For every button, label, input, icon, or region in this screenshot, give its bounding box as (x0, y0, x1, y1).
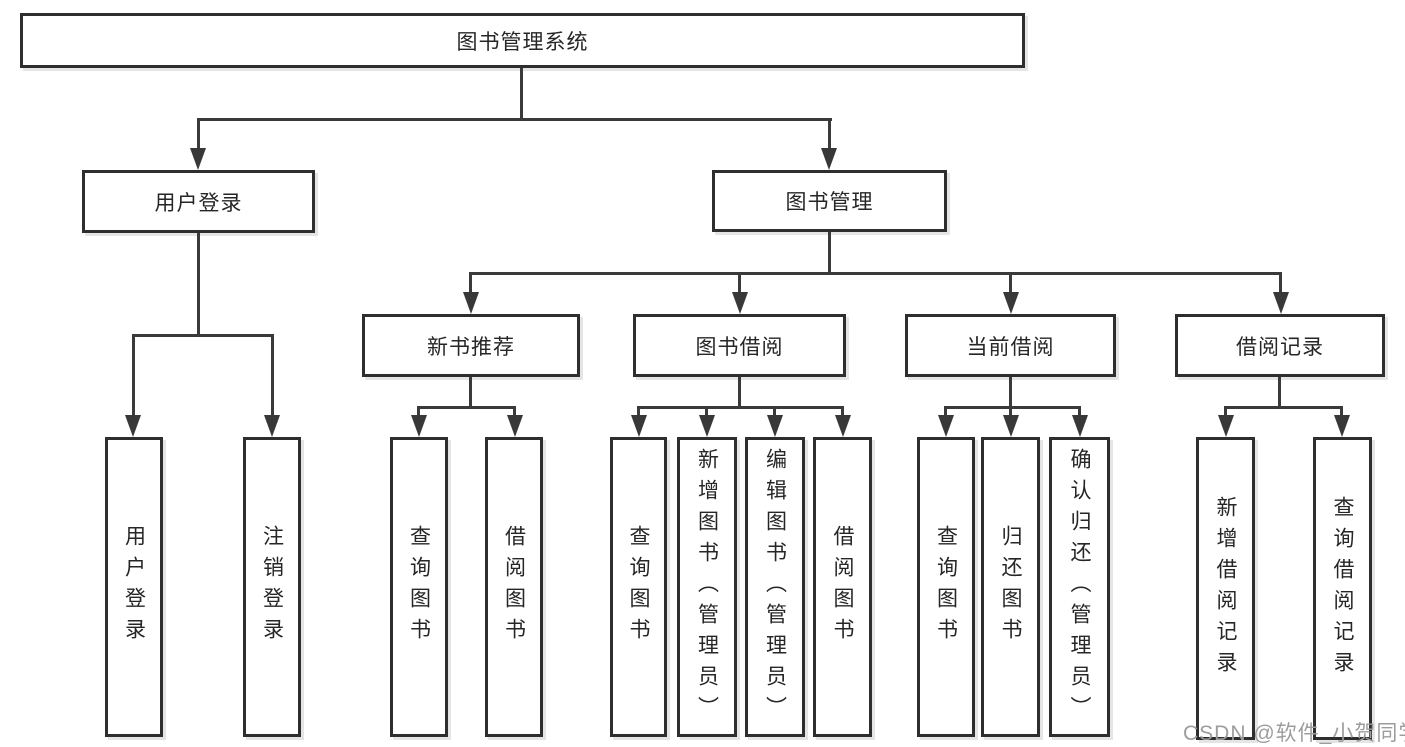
node-leaf-confirm-return-admin-label: 确认归还（管理员） (1068, 447, 1091, 727)
arrow-down-icon (699, 415, 715, 437)
arrow-down-icon (1273, 292, 1289, 314)
arrow-down-icon (767, 415, 783, 437)
connector-line (132, 334, 135, 417)
connector-line (1278, 377, 1281, 408)
arrow-down-icon (411, 415, 427, 437)
node-root-label: 图书管理系统 (456, 30, 589, 54)
connector-line (637, 406, 844, 409)
arrow-down-icon (1003, 415, 1019, 437)
connector-line (944, 406, 947, 417)
arrow-down-icon (463, 292, 479, 314)
connector-line (828, 118, 831, 152)
connector-line (705, 406, 708, 417)
connector-line (1340, 406, 1343, 417)
node-leaf-logout: 注销登录 (243, 437, 301, 737)
node-leaf-edit-book-admin: 编辑图书（管理员） (745, 437, 805, 737)
arrow-down-icon (938, 415, 954, 437)
node-leaf-user-login: 用户登录 (105, 437, 163, 737)
connector-line (520, 68, 523, 118)
arrow-down-icon (732, 292, 748, 314)
node-borrow-records: 借阅记录 (1175, 314, 1385, 377)
connector-line (197, 233, 200, 335)
connector-line (132, 334, 274, 337)
node-leaf-query-books-recommend: 查询图书 (390, 437, 448, 737)
node-leaf-borrow-books-recommend: 借阅图书 (485, 437, 543, 737)
connector-line (197, 118, 832, 121)
node-book-borrow-label: 图书借阅 (695, 335, 784, 359)
node-leaf-confirm-return-admin: 确认归还（管理员） (1049, 437, 1110, 737)
connector-line (469, 377, 472, 408)
node-new-book-recommend-label: 新书推荐 (427, 335, 515, 359)
connector-line (271, 334, 274, 417)
node-leaf-logout-label: 注销登录 (260, 525, 284, 649)
connector-line (1009, 272, 1012, 294)
connector-line (417, 406, 516, 409)
arrow-down-icon (1218, 415, 1234, 437)
connector-line (1224, 406, 1343, 409)
watermark: CSDN @软件_小贺同学 (1183, 722, 1405, 745)
node-leaf-borrow-books-label: 借阅图书 (831, 525, 854, 649)
node-leaf-add-borrow-record-label: 新增借阅记录 (1214, 495, 1237, 682)
connector-line (469, 272, 1282, 275)
node-leaf-return-book-label: 归还图书 (999, 525, 1022, 649)
arrow-down-icon (1334, 415, 1350, 437)
arrow-down-icon (190, 148, 206, 170)
node-leaf-add-book-admin: 新增图书（管理员） (677, 437, 737, 737)
node-root: 图书管理系统 (20, 13, 1025, 68)
connector-line (828, 232, 831, 274)
connector-line (841, 406, 844, 417)
connector-line (1279, 272, 1282, 294)
arrow-down-icon (507, 415, 523, 437)
node-book-management-label: 图书管理 (785, 191, 874, 214)
node-leaf-query-borrow-record: 查询借阅记录 (1313, 437, 1372, 740)
node-leaf-borrow-books-recommend-label: 借阅图书 (502, 525, 526, 649)
arrow-down-icon (264, 415, 280, 437)
arrow-down-icon (821, 148, 837, 170)
connector-line (513, 406, 516, 417)
connector-line (1078, 406, 1081, 417)
node-current-borrow-label: 当前借阅 (966, 335, 1055, 359)
connector-line (944, 406, 1081, 409)
node-leaf-user-login-label: 用户登录 (122, 525, 146, 649)
connector-line (637, 406, 640, 417)
node-book-borrow: 图书借阅 (633, 314, 846, 377)
node-leaf-return-book: 归还图书 (981, 437, 1040, 737)
node-borrow-records-label: 借阅记录 (1236, 335, 1324, 359)
connector-line (469, 272, 472, 294)
node-new-book-recommend: 新书推荐 (362, 314, 580, 377)
connector-line (773, 406, 776, 417)
node-current-borrow: 当前借阅 (905, 314, 1116, 377)
node-leaf-query-books-recommend-label: 查询图书 (407, 525, 431, 649)
node-leaf-borrow-books: 借阅图书 (813, 437, 872, 737)
node-leaf-query-books-borrow: 查询图书 (610, 437, 667, 737)
arrow-down-icon (1072, 415, 1088, 437)
node-leaf-query-borrow-record-label: 查询借阅记录 (1331, 495, 1354, 682)
connector-line (1009, 377, 1012, 408)
node-leaf-edit-book-admin-label: 编辑图书（管理员） (763, 447, 787, 727)
connector-line (738, 377, 741, 408)
connector-line (1009, 406, 1012, 417)
node-leaf-query-books-current: 查询图书 (917, 437, 975, 737)
node-leaf-query-books-current-label: 查询图书 (934, 525, 958, 649)
connector-line (1224, 406, 1227, 417)
connector-line (738, 272, 741, 294)
connector-line (417, 406, 420, 417)
connector-line (197, 118, 200, 152)
node-leaf-query-books-borrow-label: 查询图书 (627, 525, 650, 649)
arrow-down-icon (631, 415, 647, 437)
node-user-login: 用户登录 (82, 170, 315, 233)
node-book-management: 图书管理 (712, 170, 947, 232)
node-leaf-add-book-admin-label: 新增图书（管理员） (695, 447, 719, 727)
arrow-down-icon (125, 415, 141, 437)
arrow-down-icon (1003, 292, 1019, 314)
node-leaf-add-borrow-record: 新增借阅记录 (1196, 437, 1255, 740)
node-user-login-label: 用户登录 (154, 191, 243, 215)
arrow-down-icon (835, 415, 851, 437)
